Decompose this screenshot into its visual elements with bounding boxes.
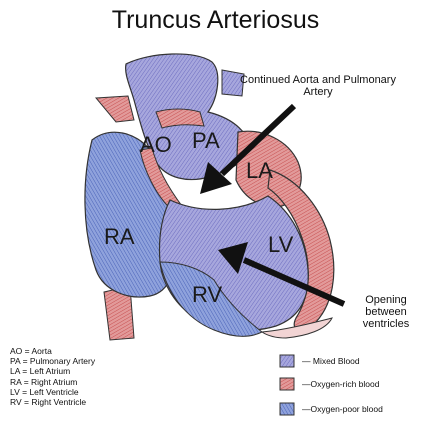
heart-apex [260, 317, 333, 339]
legend-swatch-oxygen-rich [279, 377, 295, 391]
legend-label-mixed: — Mixed Blood [302, 356, 360, 366]
abbrev-pa: PA = Pulmonary Artery [10, 356, 96, 367]
callout-opening-line2: between [365, 306, 407, 318]
abbrev-la: LA = Left Atrium [10, 366, 71, 377]
aortic-arch-band [155, 108, 205, 129]
left-pulmonary-vein [94, 95, 135, 123]
callout-opening-line3: ventricles [362, 318, 410, 330]
abbrev-rv: RV = Right Ventricle [10, 397, 87, 408]
callout-continued-line2: Artery [303, 86, 333, 98]
label-ao: AO [140, 132, 172, 157]
legend-label-oxygen-poor: —Oxygen-poor blood [302, 404, 383, 414]
arrow-ventricular-opening [218, 242, 346, 307]
callout-continued-vessel: Continued Aorta and Pulmonary Artery [218, 74, 418, 98]
callout-opening-line1: Opening [365, 294, 407, 306]
label-pa: PA [192, 128, 220, 153]
diagram-title: Truncus Arteriosus [111, 6, 320, 34]
label-lv: LV [268, 232, 294, 257]
legend-label-oxygen-rich: —Oxygen-rich blood [302, 379, 380, 389]
abbrev-ra: RA = Right Atrium [10, 376, 78, 387]
abbrev-ao: AO = Aorta [10, 346, 52, 356]
arrow-continued-vessel [200, 103, 297, 194]
abbrev-lv: LV = Left Ventricle [10, 386, 79, 397]
legend-swatch-oxygen-poor [279, 402, 295, 416]
legend-swatch-mixed [279, 354, 295, 368]
callout-continued-line1: Continued Aorta and Pulmonary [240, 74, 396, 86]
label-la: LA [246, 158, 273, 183]
upper-right-vessel [221, 69, 245, 97]
label-ra: RA [104, 224, 135, 249]
abbreviation-key: AO = Aorta PA = Pulmonary Artery LA = Le… [10, 346, 95, 407]
label-rv: RV [192, 282, 222, 307]
callout-ventricular-opening: Opening between ventricles [348, 294, 424, 330]
